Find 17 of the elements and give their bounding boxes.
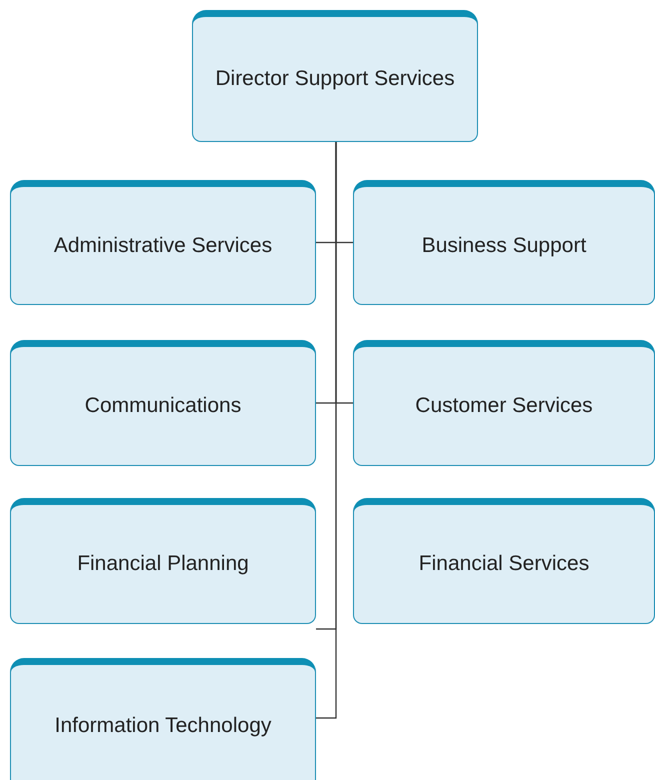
org-unit-box — [10, 498, 316, 624]
connector-line — [316, 141, 337, 719]
org-unit-box — [353, 498, 655, 624]
unit-title: Administrative Services — [54, 232, 272, 259]
org-unit-box — [10, 658, 316, 780]
unit-title: Information Technology — [54, 713, 272, 740]
org-unit-box — [10, 180, 316, 305]
unit-title: Communications — [84, 393, 242, 420]
org-unit-box — [192, 10, 478, 142]
unit-title: Financial Planning — [77, 551, 249, 578]
unit-title: Customer Services — [415, 393, 593, 420]
org-unit-box — [10, 340, 316, 466]
unit-title: Financial Services — [418, 551, 590, 578]
org-unit-box — [353, 340, 655, 466]
org-unit-box — [353, 180, 655, 305]
unit-title: Business Support — [422, 232, 586, 259]
unit-title: Director Support Services — [215, 66, 455, 92]
